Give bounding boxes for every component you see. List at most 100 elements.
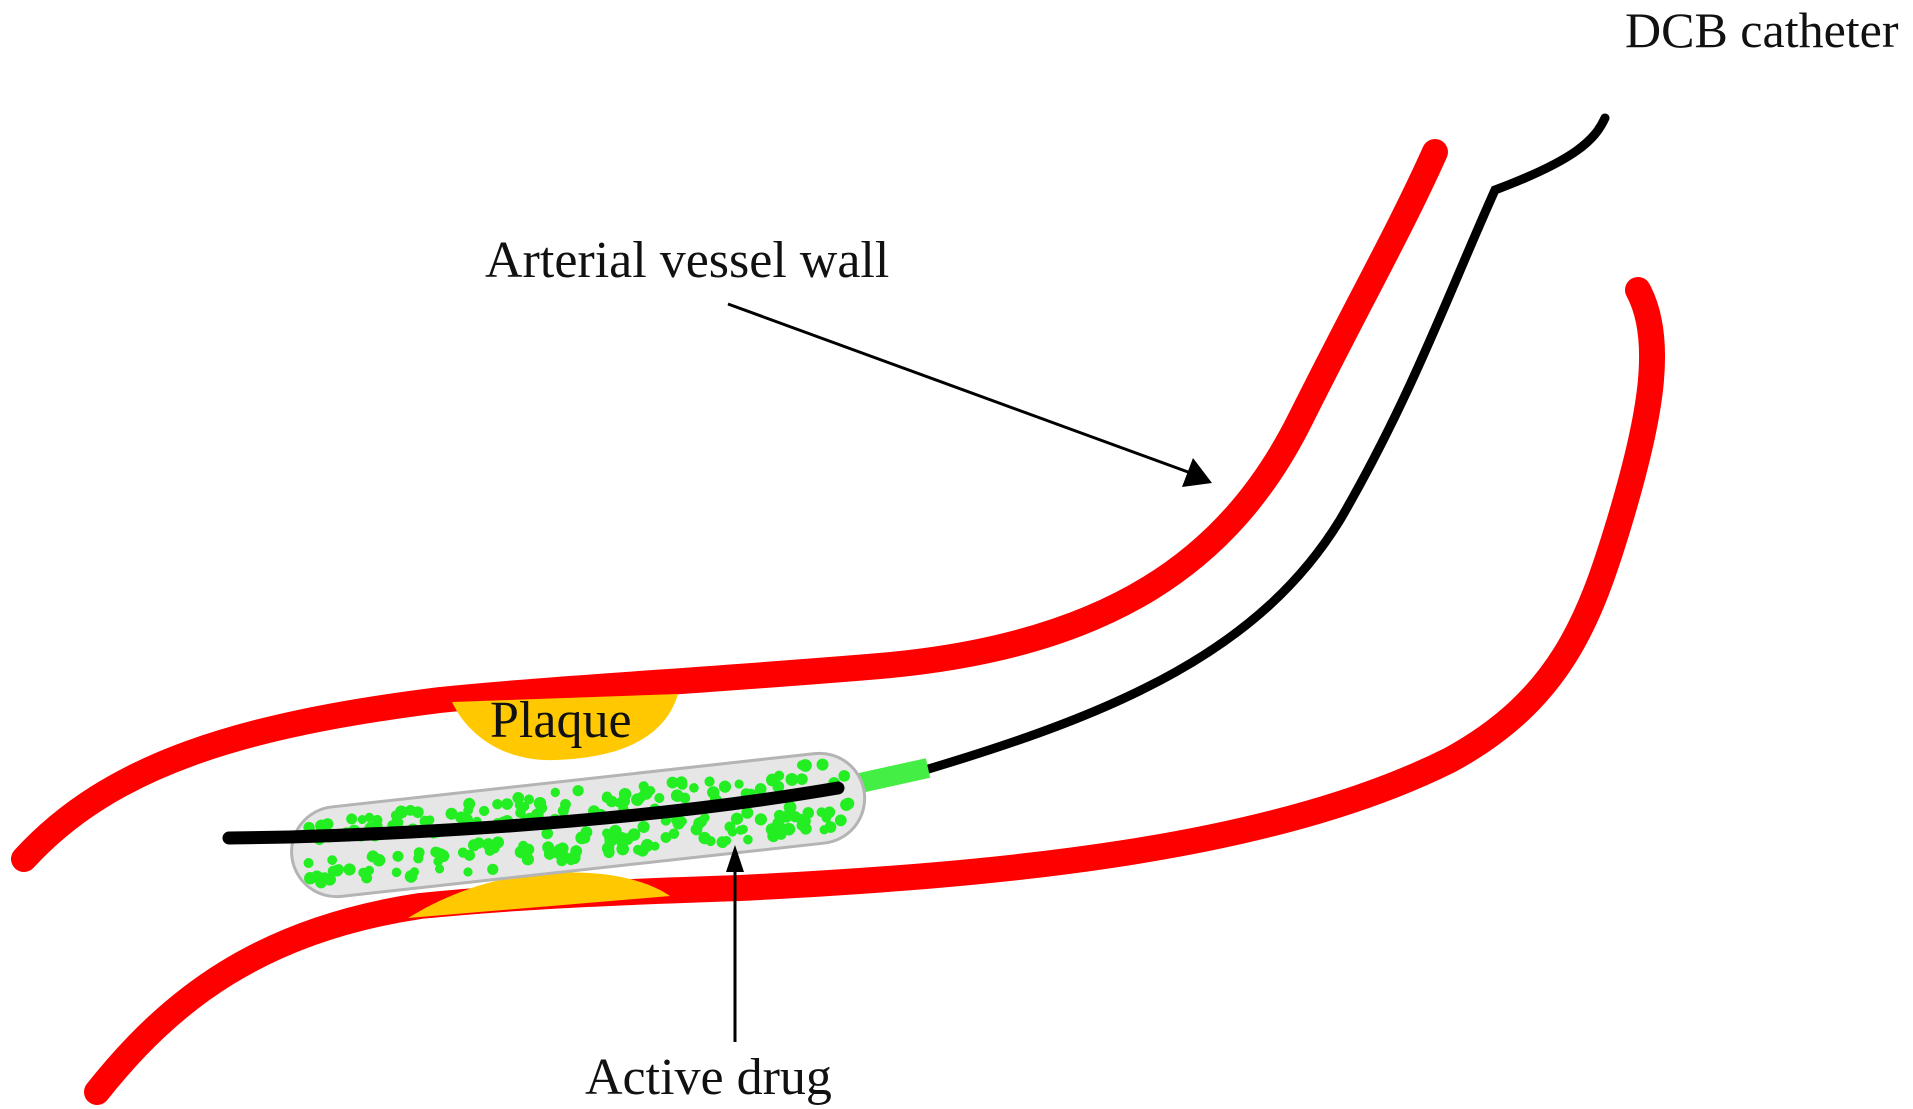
drug-particle (679, 792, 691, 804)
drug-particle (478, 805, 490, 817)
drug-particle (823, 806, 836, 818)
drug-particle (542, 841, 555, 854)
drug-particle (707, 786, 720, 799)
drug-particle (492, 799, 503, 810)
drug-particle (364, 812, 375, 823)
drug-particle (676, 779, 688, 790)
drug-particle (357, 815, 367, 825)
drug-particle (556, 855, 568, 867)
drug-particle (601, 792, 613, 804)
drug-particle (468, 839, 481, 852)
drug-particle (668, 828, 680, 840)
drug-particle (413, 847, 425, 859)
plaque-upper (452, 694, 678, 761)
drug-particle (718, 780, 732, 793)
drug-particle (639, 786, 653, 800)
drug-particle (501, 798, 513, 810)
drug-particle (557, 805, 569, 817)
drug-particle (572, 785, 584, 797)
vessel-wall-arrow (727, 302, 1212, 487)
drug-particle (522, 843, 535, 856)
drug-particle (570, 845, 583, 857)
drug-particle (394, 805, 408, 819)
drug-particle (390, 816, 404, 829)
label-arterial-vessel-wall: Arterial vessel wall (485, 232, 889, 289)
drug-particle (754, 813, 767, 826)
drug-particle (721, 836, 732, 846)
drug-particle (785, 773, 796, 784)
drug-particle (432, 847, 443, 858)
drug-particle (769, 826, 783, 839)
drug-particle (689, 783, 699, 793)
drug-particle (463, 849, 476, 861)
drug-particle (553, 843, 567, 857)
drug-particle (842, 797, 855, 810)
drug-particle (690, 823, 703, 836)
drug-particle (521, 853, 534, 866)
drug-particle (637, 820, 650, 834)
drug-particle (550, 787, 560, 798)
drug-particle (730, 812, 744, 825)
drug-particle (343, 863, 356, 876)
drug-particle (514, 800, 525, 810)
drug-particle (601, 842, 615, 855)
label-plaque: Plaque (490, 692, 632, 749)
drug-particle (743, 834, 753, 845)
drug-particle (412, 806, 424, 818)
drug-particle (346, 813, 358, 825)
drug-particle (463, 797, 476, 810)
guidewire (222, 781, 845, 845)
drug-particle (640, 838, 654, 852)
drug-particle (303, 858, 314, 869)
drug-particle (677, 816, 687, 826)
drug-particle (609, 824, 622, 838)
drug-particle (425, 815, 435, 825)
plaque-lower (408, 872, 670, 918)
drug-particle (784, 807, 797, 820)
drug-particle (580, 826, 593, 839)
drug-particle (766, 775, 777, 787)
active-drug-arrow (726, 845, 744, 1042)
drug-particle (705, 836, 716, 847)
drug-particle (704, 776, 715, 787)
drug-particle (391, 867, 402, 878)
vessel-wall-lower (84, 277, 1666, 1105)
drug-particle (741, 806, 754, 819)
drug-particle (738, 824, 748, 834)
active-drug-arrowhead (726, 845, 744, 872)
drug-particle (824, 821, 837, 833)
vessel-wall-arrowhead (1182, 458, 1212, 487)
drug-particle (666, 776, 679, 789)
drug-particle (333, 864, 344, 875)
drug-particle (834, 814, 847, 827)
drug-particle (660, 832, 672, 843)
drug-particle (487, 863, 499, 875)
drug-particle (799, 759, 812, 772)
label-dcb-catheter: DCB catheter (1625, 2, 1899, 58)
drug-particle (524, 794, 535, 805)
catheter-shaft (920, 113, 1610, 775)
drug-particle (727, 827, 738, 837)
drug-particle (515, 807, 526, 818)
drug-particle (796, 820, 807, 831)
drug-particle (541, 827, 554, 840)
drug-particle (371, 814, 383, 826)
drug-particle (816, 758, 829, 771)
vessel-wall-upper (11, 139, 1448, 872)
drug-particle (434, 864, 445, 874)
drug-particle (796, 773, 808, 785)
drug-particle (367, 850, 380, 863)
drug-particle (315, 876, 327, 889)
drug-particle (445, 807, 458, 820)
drug-particle (838, 770, 851, 782)
drug-particle (392, 850, 404, 862)
drug-particle (489, 842, 500, 854)
drug-particle (734, 779, 744, 789)
drug-particle (327, 855, 338, 865)
drug-particle (816, 807, 827, 818)
drug-particle (773, 809, 785, 821)
drug-particle (533, 796, 547, 810)
drug-particle (404, 870, 418, 883)
drug-particle (463, 867, 473, 877)
